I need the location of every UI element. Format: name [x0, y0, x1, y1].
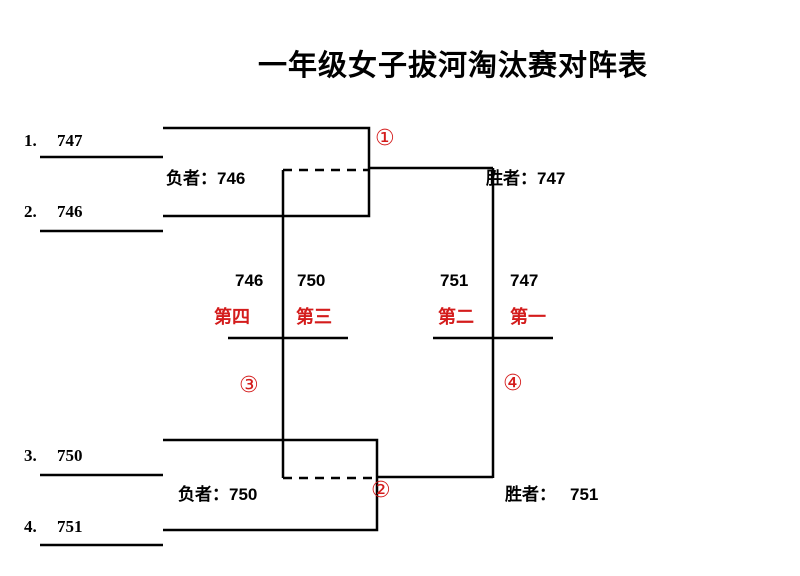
- winner-label: 胜者：: [486, 169, 537, 189]
- match-4-marker: ④: [503, 371, 523, 396]
- seed-number: 1.: [24, 131, 37, 150]
- match-1-marker: ①: [375, 126, 395, 151]
- seed-2: 2. 746: [24, 202, 83, 222]
- placing-team-1: 747: [510, 271, 539, 290]
- seed-team: 746: [57, 202, 83, 221]
- seed-3: 3. 750: [24, 446, 83, 466]
- loser-label: 负者：: [166, 169, 217, 189]
- seed-team: 751: [57, 517, 83, 536]
- loser-team: 746: [217, 169, 246, 188]
- loser-label: 负者：: [178, 485, 229, 505]
- loser-bottom: 负者：750: [178, 480, 257, 505]
- winner-top: 胜者：747: [486, 164, 565, 189]
- winner-bottom: 胜者： 751: [505, 480, 598, 505]
- rank-second: 第二: [438, 307, 474, 328]
- seed-number: 3.: [24, 446, 37, 465]
- placing-team-3: 750: [297, 271, 326, 290]
- rank-first: 第一: [510, 307, 546, 328]
- rank-third: 第三: [296, 307, 332, 328]
- seed-team: 750: [57, 446, 83, 465]
- placing-team-2: 751: [440, 271, 469, 290]
- loser-team: 750: [229, 485, 258, 504]
- match-2-bracket: [163, 438, 379, 532]
- seed-1: 1. 747: [24, 131, 83, 151]
- match-3-marker: ③: [239, 373, 259, 398]
- winner-team: 751: [570, 485, 599, 504]
- seed-number: 4.: [24, 517, 37, 536]
- placing-team-4: 746: [235, 271, 264, 290]
- page-title: 一年级女子拔河淘汰赛对阵表: [258, 48, 649, 82]
- seed-4: 4. 751: [24, 517, 83, 537]
- match-2-marker: ②: [371, 478, 391, 503]
- loser-top: 负者：746: [166, 164, 245, 189]
- winner-label: 胜者：: [505, 485, 556, 505]
- winner-team: 747: [537, 169, 566, 188]
- match-1-bracket: [163, 126, 371, 218]
- seed-number: 2.: [24, 202, 37, 221]
- seed-team: 747: [57, 131, 83, 150]
- rank-fourth: 第四: [214, 307, 250, 328]
